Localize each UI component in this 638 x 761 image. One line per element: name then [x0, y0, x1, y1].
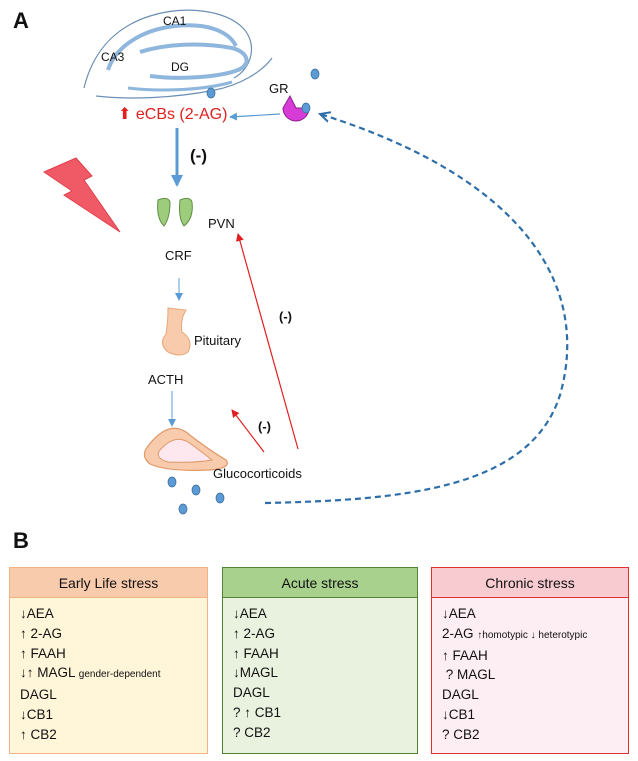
box-title: Acute stress — [223, 568, 417, 598]
ecbs-label: ⬆ eCBs (2-AG) — [118, 104, 227, 124]
glucocorticoid-feedback-dashed-arrow — [264, 114, 569, 505]
ca3-label: CA3 — [101, 50, 125, 64]
list-item: ↓↑ MAGL gender-dependent — [20, 665, 161, 681]
list-item: ↓MAGL — [233, 665, 279, 681]
box-title: Chronic stress — [432, 568, 628, 598]
list-item: DAGL — [233, 685, 270, 701]
acute-stress-box: Acute stress ↓AEA ↑ 2-AG ↑ FAAH ↓MAGL DA… — [222, 567, 418, 754]
list-item: ↓CB1 — [20, 706, 54, 722]
crf-label: CRF — [165, 248, 192, 263]
list-item: ↑ 2-AG — [20, 625, 63, 641]
hippocampus-drawing — [83, 9, 273, 99]
glucocorticoid-molecules — [167, 68, 320, 515]
pituitary-label: Pituitary — [194, 333, 241, 348]
increase-arrow-icon: ⬆ — [118, 106, 132, 123]
list-item: DAGL — [20, 687, 57, 703]
list-item: DAGL — [442, 687, 479, 703]
list-item: ↓AEA — [20, 606, 54, 621]
list-item: ↓AEA — [233, 606, 267, 621]
ca1-label: CA1 — [163, 14, 187, 28]
pvn-label: PVN — [208, 216, 235, 231]
adrenal-gland-icon — [143, 427, 228, 471]
adrenal-inhibition-label: (-) — [258, 419, 271, 434]
main-inhibition-label: (-) — [190, 146, 207, 165]
box-title: Early Life stress — [10, 568, 207, 598]
gr-to-ecbs-arrow — [229, 112, 281, 121]
gr-label: GR — [269, 81, 289, 96]
list-item: ↑ FAAH — [442, 647, 488, 663]
list-item: ↑ 2-AG — [233, 625, 276, 641]
panel-b-letter: B — [13, 528, 29, 553]
list-item: ↑ FAAH — [233, 645, 279, 661]
list-item: ? CB2 — [442, 726, 480, 742]
list-item: 2-AG ↑homotypic ↓ heterotypic — [442, 625, 588, 641]
list-item: ? MAGL — [442, 667, 496, 683]
glucocorticoid-to-pvn-arrow — [236, 233, 299, 450]
acth-label: ACTH — [148, 372, 184, 387]
dg-label: DG — [171, 60, 189, 74]
pvn-inhibition-label: (-) — [279, 309, 292, 324]
chronic-stress-box: Chronic stress ↓AEA 2-AG ↑homotypic ↓ he… — [431, 567, 629, 754]
list-item: ↓AEA — [442, 606, 476, 621]
list-item: ? CB2 — [233, 724, 271, 740]
glucocorticoids-label: Glucocorticoids — [213, 466, 302, 481]
pvn-neurons-icon — [157, 197, 193, 227]
glucocorticoid-to-adrenal-arrow — [231, 409, 265, 453]
list-item: ? ↑ CB1 — [233, 704, 282, 720]
ecbs-text: eCBs (2-AG) — [135, 106, 228, 123]
list-item: ↑ CB2 — [20, 726, 57, 742]
panel-a-letter: A — [13, 8, 29, 33]
early-life-stress-box: Early Life stress ↓AEA ↑ 2-AG ↑ FAAH ↓↑ … — [9, 567, 208, 754]
list-item: ↓CB1 — [442, 706, 476, 722]
pituitary-icon — [162, 307, 191, 356]
list-item: ↑ FAAH — [20, 645, 66, 661]
stress-lightning-icon — [42, 157, 121, 233]
